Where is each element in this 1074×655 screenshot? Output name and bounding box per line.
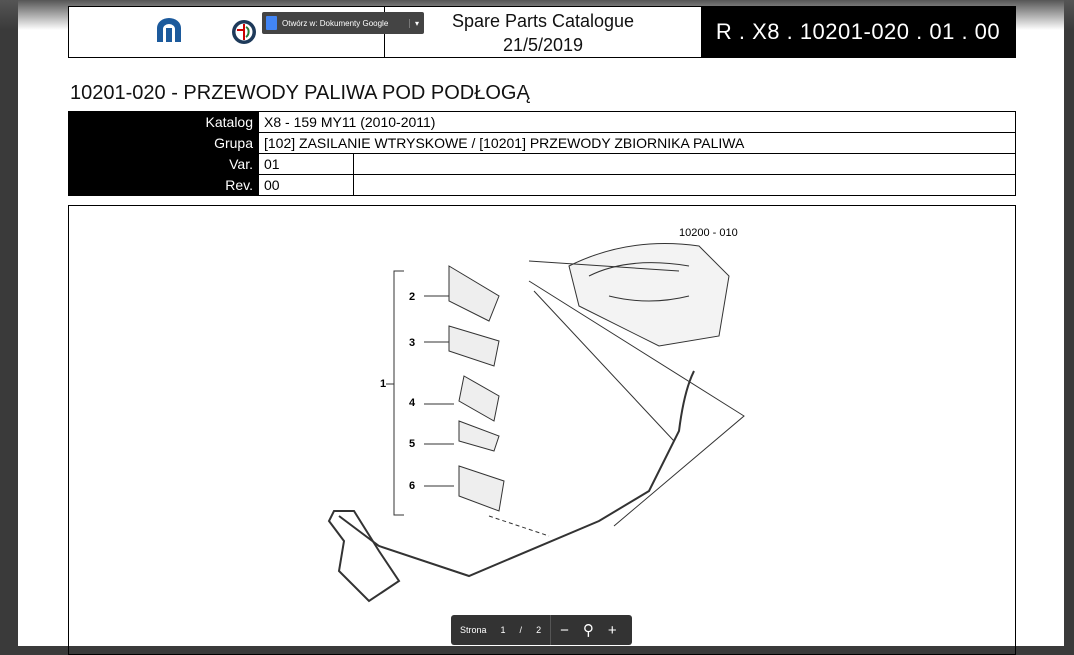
info-value: [102] ZASILANIE WTRYSKOWE / [10201] PRZE… <box>258 132 1016 154</box>
part-label: 1 <box>380 378 386 390</box>
zoom-out-button[interactable]: − <box>560 621 569 639</box>
ref-label: 10200 - 010 <box>679 227 738 239</box>
zoom-in-button[interactable]: + <box>607 621 617 639</box>
pdf-pager-toolbar: Strona 1 / 2 − ⚲ + <box>451 615 632 645</box>
catalogue-title: Spare Parts Catalogue 21/5/2019 <box>385 7 701 57</box>
info-key: Var. <box>68 153 259 175</box>
table-row: Grupa[102] ZASILANIE WTRYSKOWE / [10201]… <box>68 132 1016 154</box>
pdf-page <box>18 0 1064 646</box>
open-in-google-docs-button[interactable]: Otwórz w: Dokumenty Google ▾ <box>262 12 424 34</box>
part-label: 5 <box>409 438 415 450</box>
zoom-search-icon[interactable]: ⚲ <box>582 622 594 639</box>
page-separator: / <box>519 625 523 635</box>
catalogue-header: Spare Parts Catalogue 21/5/2019 R . X8 .… <box>68 6 1016 58</box>
page-title: 10201-020 - PRZEWODY PALIWA POD PODŁOGĄ <box>70 82 530 104</box>
info-value: 00 <box>258 174 354 196</box>
open-in-label: Otwórz w: Dokumenty Google <box>282 18 389 28</box>
total-pages: 2 <box>536 625 542 635</box>
part-label: 4 <box>409 397 416 409</box>
current-page-input[interactable]: 1 <box>500 625 506 635</box>
info-key: Katalog <box>68 111 259 133</box>
info-value: X8 - 159 MY11 (2010-2011) <box>258 111 1016 133</box>
diagram-lines <box>327 243 745 603</box>
page-indicator: Strona 1 / 2 <box>451 615 550 645</box>
reference-code: R . X8 . 10201-020 . 01 . 00 <box>701 7 1015 57</box>
info-value: 01 <box>258 153 354 175</box>
chevron-down-icon[interactable]: ▾ <box>408 18 424 28</box>
part-label: 6 <box>409 480 415 492</box>
zoom-controls: − ⚲ + <box>550 615 626 645</box>
alfa-romeo-logo <box>232 20 256 44</box>
info-key: Grupa <box>68 132 259 154</box>
mopar-logo <box>157 18 181 42</box>
part-label: 3 <box>409 337 415 349</box>
catalogue-date: 21/5/2019 <box>502 35 584 55</box>
google-docs-icon <box>266 16 277 30</box>
catalogue-name: Spare Parts Catalogue <box>451 11 635 31</box>
info-key: Rev. <box>68 174 259 196</box>
table-row: Var.01 <box>68 153 1016 175</box>
part-label: 2 <box>409 291 415 303</box>
parts-diagram: 10200 - 010 1 2 3 4 5 6 <box>68 205 1016 655</box>
page-label: Strona <box>460 625 487 635</box>
empty-cell <box>353 174 1016 196</box>
empty-cell <box>353 153 1016 175</box>
table-row: Rev.00 <box>68 174 1016 196</box>
